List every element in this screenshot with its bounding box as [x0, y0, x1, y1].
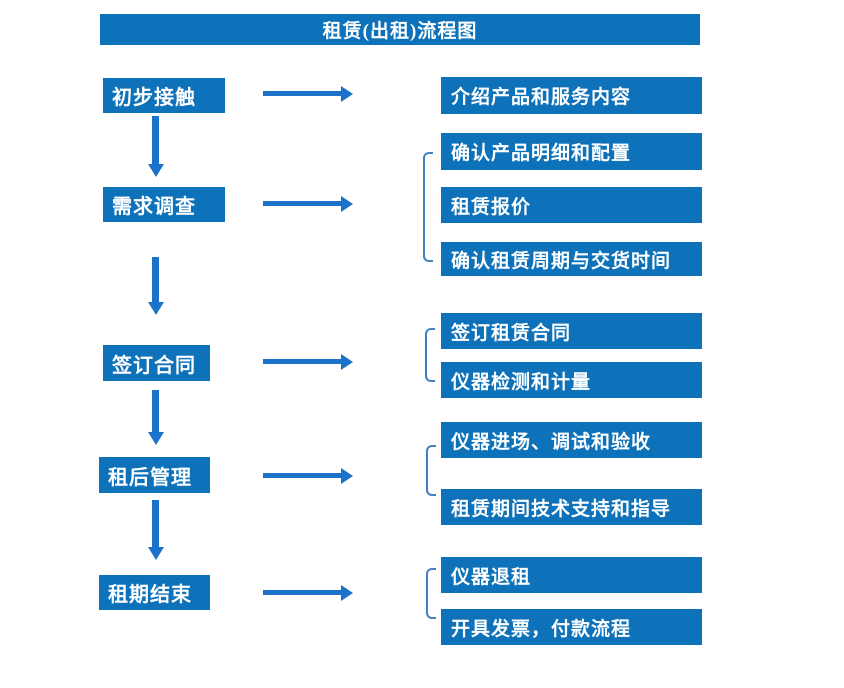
substep-box: 开具发票，付款流程	[441, 609, 702, 645]
arrow-shaft	[152, 116, 159, 164]
stage-box-sign-contract: 签订合同	[103, 345, 210, 381]
stage-box-demand-survey: 需求调查	[103, 187, 225, 222]
right-arrow-icon	[263, 585, 353, 601]
down-arrow-icon	[148, 257, 164, 315]
substep-box: 仪器进场、调试和验收	[441, 422, 702, 458]
arrow-head	[148, 164, 164, 177]
substep-box: 租赁期间技术支持和指导	[441, 489, 702, 525]
arrow-shaft	[263, 359, 342, 364]
arrow-head	[341, 468, 353, 484]
down-arrow-icon	[148, 390, 164, 445]
stage-box-initial-contact: 初步接触	[103, 78, 225, 113]
arrow-head	[148, 547, 164, 560]
group-bracket	[426, 568, 436, 619]
arrow-head	[341, 354, 353, 370]
substep-box: 签订租赁合同	[441, 313, 702, 349]
substep-box: 介绍产品和服务内容	[441, 77, 702, 114]
arrow-shaft	[263, 590, 342, 595]
arrow-shaft	[152, 257, 159, 302]
arrow-shaft	[263, 201, 342, 206]
group-bracket	[426, 445, 436, 496]
arrow-head	[341, 86, 353, 102]
down-arrow-icon	[148, 116, 164, 177]
arrow-shaft	[152, 390, 159, 432]
arrow-head	[341, 196, 353, 212]
stage-box-post-rental: 租后管理	[99, 457, 210, 493]
down-arrow-icon	[148, 500, 164, 560]
page-title: 租赁(出租)流程图	[100, 14, 700, 45]
arrow-head	[148, 302, 164, 315]
arrow-shaft	[263, 91, 342, 96]
arrow-shaft	[263, 473, 342, 478]
substep-box: 仪器检测和计量	[441, 362, 702, 398]
right-arrow-icon	[263, 354, 353, 370]
stage-box-rental-end: 租期结束	[99, 575, 210, 610]
right-arrow-icon	[263, 468, 353, 484]
substep-box: 确认产品明细和配置	[441, 133, 702, 170]
right-arrow-icon	[263, 86, 353, 102]
substep-box: 租赁报价	[441, 187, 702, 223]
arrow-shaft	[152, 500, 159, 547]
arrow-head	[148, 432, 164, 445]
group-bracket	[423, 152, 433, 262]
substep-box: 仪器退租	[441, 557, 702, 593]
arrow-head	[341, 585, 353, 601]
right-arrow-icon	[263, 196, 353, 212]
group-bracket	[425, 328, 435, 382]
substep-box: 确认租赁周期与交货时间	[441, 242, 702, 276]
